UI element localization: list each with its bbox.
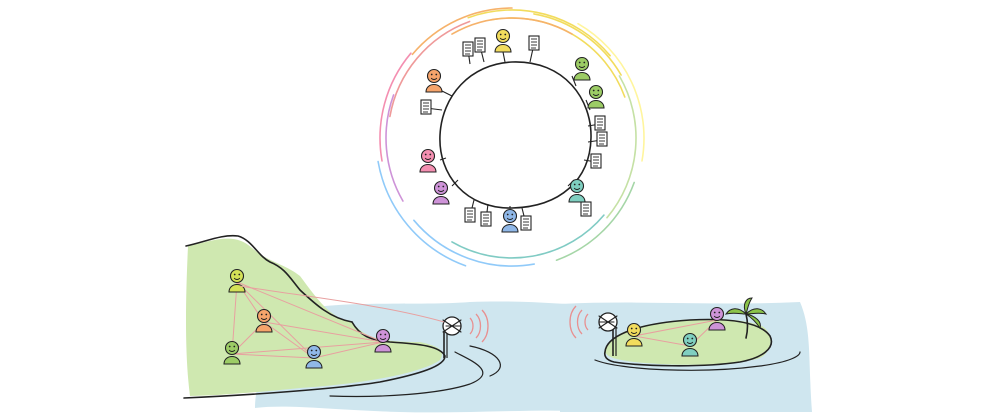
ring-arc [385, 94, 404, 202]
left-person-icon [255, 308, 273, 333]
left-link [313, 341, 384, 359]
left-island-land [186, 238, 442, 396]
right-island-people [625, 306, 726, 357]
ring-spoke [451, 179, 459, 187]
document-icon [596, 131, 608, 147]
person-right-teal-icon [568, 178, 586, 203]
right-signal-waves [569, 305, 589, 339]
left-island [183, 234, 489, 399]
left-link [231, 353, 315, 359]
document-icon [474, 37, 486, 53]
person-right-upper-1-icon [573, 56, 591, 81]
left-person-icon [223, 340, 241, 365]
left-person-icon [374, 328, 392, 353]
ring-arc [577, 22, 645, 162]
ring-arc [411, 7, 513, 56]
left-link [231, 341, 384, 355]
left-person-icon [305, 344, 323, 369]
document-icon [594, 115, 606, 131]
right-radio-tower [569, 305, 618, 356]
right-person-icon [708, 306, 726, 331]
right-island [569, 297, 773, 367]
ring-network [377, 7, 645, 267]
left-link [236, 281, 315, 359]
person-top-left-icon [425, 68, 443, 93]
document-icon [464, 207, 476, 223]
left-link [263, 321, 315, 359]
ring-arc [451, 17, 573, 35]
person-left-purple-icon [432, 180, 450, 205]
right-person-icon [681, 332, 699, 357]
right-link [633, 319, 718, 337]
left-link [263, 321, 384, 343]
ring-arc [413, 219, 535, 267]
document-icon [520, 215, 532, 231]
ring-arc [533, 13, 622, 76]
water-waves [329, 345, 801, 398]
ring-arc [490, 17, 626, 98]
ring-spoke [571, 75, 577, 87]
left-signal-link [239, 285, 445, 323]
document-icon [580, 201, 592, 217]
left-link [236, 281, 384, 343]
ring-spoke [502, 51, 506, 63]
right-island-coast [603, 318, 773, 367]
ring-people [419, 28, 605, 233]
left-island-ridge [185, 234, 353, 323]
palm-tree-icon [724, 297, 768, 339]
document-icon [480, 211, 492, 227]
ring-arc [606, 75, 637, 219]
person-left-pink-icon [419, 148, 437, 173]
ring-spoke [439, 157, 447, 161]
ring-arc [451, 214, 605, 259]
left-island-links [231, 281, 384, 359]
person-right-upper-2-icon [587, 84, 605, 109]
left-radio-tower [442, 309, 489, 358]
right-person-icon [625, 322, 643, 347]
ring-arc [555, 181, 635, 261]
person-bottom-blue-icon [501, 208, 519, 233]
document-icon [420, 99, 432, 115]
right-link [633, 335, 691, 347]
document-icon [528, 35, 540, 51]
ring-arcs [377, 7, 645, 267]
ring-arc [377, 160, 467, 267]
ring-arc [379, 52, 412, 162]
left-signal-waves [469, 309, 489, 343]
ring-arc [389, 20, 471, 118]
ring-circle [439, 61, 592, 209]
left-island-people [223, 268, 392, 369]
ring-arc [467, 9, 611, 57]
document-icon [462, 41, 474, 57]
person-top-icon [494, 28, 512, 53]
document-icon [590, 153, 602, 169]
